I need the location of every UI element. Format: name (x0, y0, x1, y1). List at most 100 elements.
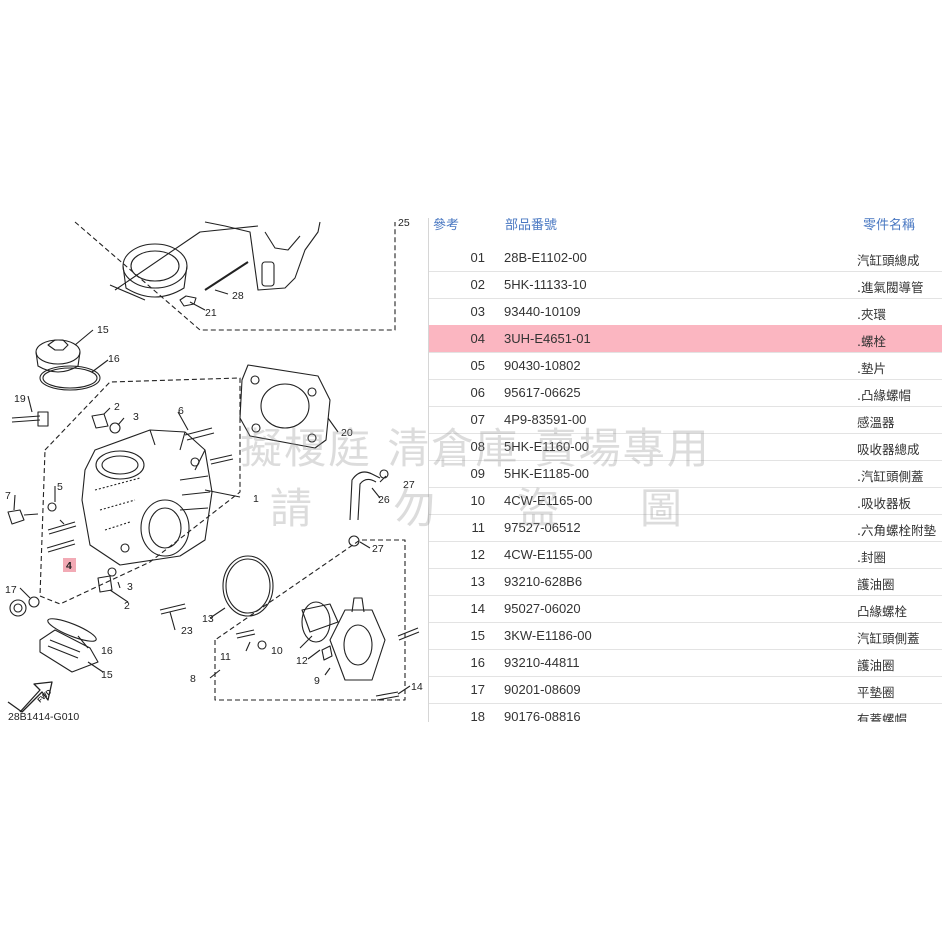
row-part-name: .螺栓 (857, 334, 886, 349)
row-ref: 01 (470, 250, 485, 265)
callout-6: 6 (178, 405, 184, 417)
callout-15-top: 15 (97, 324, 109, 336)
washer-12 (257, 640, 267, 650)
row-ref: 10 (470, 493, 485, 508)
callout-12: 12 (296, 655, 308, 667)
row-part-no: 4CW-E1165-00 (504, 493, 593, 508)
table-row[interactable]: 10 4CW-E1165-00 .吸收器板 (429, 487, 942, 515)
diagram-svg: 25 28 21 15 16 19 2 3 6 20 5 7 1 27 26 2… (5, 218, 423, 722)
cylinder-block (204, 221, 321, 291)
row-ref: 16 (470, 655, 485, 670)
valve-guide-upper (91, 413, 109, 429)
row-ref: 14 (470, 601, 485, 616)
callout-7: 7 (5, 490, 11, 502)
row-part-name: .封圈 (857, 550, 886, 565)
absorber-assembly-box (214, 539, 406, 701)
row-part-no: 3KW-E1186-00 (504, 628, 592, 643)
callout-16-top: 16 (108, 353, 120, 365)
row-part-no: 93440-10109 (504, 304, 581, 319)
cylinder-head (81, 429, 213, 566)
bolt-14b (375, 691, 400, 701)
row-part-name: 汽缸頭總成 (857, 253, 920, 268)
row-part-no: 5HK-E1160-00 (504, 439, 590, 454)
side-cover-lower (39, 629, 99, 673)
bolt-11 (235, 629, 256, 639)
row-ref: 07 (470, 412, 485, 427)
callout-1: 1 (253, 493, 259, 505)
callout-26: 26 (378, 494, 390, 506)
row-part-name: .夾環 (857, 307, 886, 322)
row-part-no: 97527-06512 (504, 520, 581, 535)
table-row[interactable]: 07 4P9-83591-00 感溫器 (429, 406, 942, 434)
row-part-no: 93210-628B6 (504, 574, 583, 589)
callout-4: 4 (66, 560, 72, 572)
row-part-name: 感溫器 (857, 415, 895, 430)
callout-14: 14 (411, 681, 423, 693)
o-ring-upper (39, 365, 101, 391)
row-part-name: .六角螺栓附墊 (857, 523, 936, 538)
o-ring-lower (47, 618, 97, 642)
callout-highlight-4 (63, 558, 76, 572)
row-part-name: 護油圈 (857, 577, 895, 592)
row-part-name: .吸收器板 (857, 496, 911, 511)
callout-13: 13 (202, 613, 214, 625)
row-ref: 09 (470, 466, 485, 481)
row-ref: 18 (470, 709, 485, 722)
top-assembly-outline (74, 221, 396, 331)
row-ref: 15 (470, 628, 485, 643)
cylinder-head-gasket (239, 364, 331, 449)
fwd-arrow (7, 681, 53, 713)
callout-9: 9 (314, 675, 320, 687)
row-part-no: 4CW-E1155-00 (504, 547, 593, 562)
table-header: 參考 部品番號 零件名稱 (429, 218, 942, 244)
callout-21: 21 (205, 307, 217, 319)
row-part-name: 汽缸頭側蓋 (857, 631, 920, 646)
callout-2-top: 2 (114, 401, 120, 413)
row-part-no: 95027-06020 (504, 601, 581, 616)
exploded-parts-diagram: 25 28 21 15 16 19 2 3 6 20 5 7 1 27 26 2… (0, 218, 428, 722)
row-part-name: .凸緣螺帽 (857, 388, 911, 403)
callout-15-bottom: 15 (101, 669, 113, 681)
cylinder-head-dashed-box (39, 377, 241, 605)
dowel-pin (179, 295, 197, 307)
callout-27-top: 27 (403, 479, 415, 491)
clip-upper (109, 422, 121, 434)
temp-sensor (7, 509, 25, 525)
callout-27-mid: 27 (372, 543, 384, 555)
table-row[interactable]: 03 93440-10109 .夾環 (429, 298, 942, 326)
row-part-no: 5HK-11133-10 (504, 277, 587, 292)
table-row[interactable]: 15 3KW-E1186-00 汽缸頭側蓋 (429, 622, 942, 650)
callout-10: 10 (271, 645, 283, 657)
callout-17: 17 (5, 584, 17, 596)
callout-20: 20 (341, 427, 353, 439)
header-name: 零件名稱 (863, 218, 916, 233)
callout-3-top: 3 (133, 411, 139, 423)
absorber-plate (301, 601, 331, 643)
valve-guide-lower (97, 575, 113, 593)
header-ref: 參考 (433, 218, 460, 233)
row-part-no: 4P9-83591-00 (504, 412, 587, 427)
bolt-19 (11, 415, 41, 423)
callout-11: 11 (220, 651, 231, 663)
row-ref: 08 (470, 439, 485, 454)
row-part-name: 護油圈 (857, 658, 895, 673)
bolt-14a (397, 627, 420, 641)
row-ref: 03 (470, 304, 485, 319)
callout-5: 5 (57, 481, 63, 493)
callout-23: 23 (181, 625, 193, 637)
